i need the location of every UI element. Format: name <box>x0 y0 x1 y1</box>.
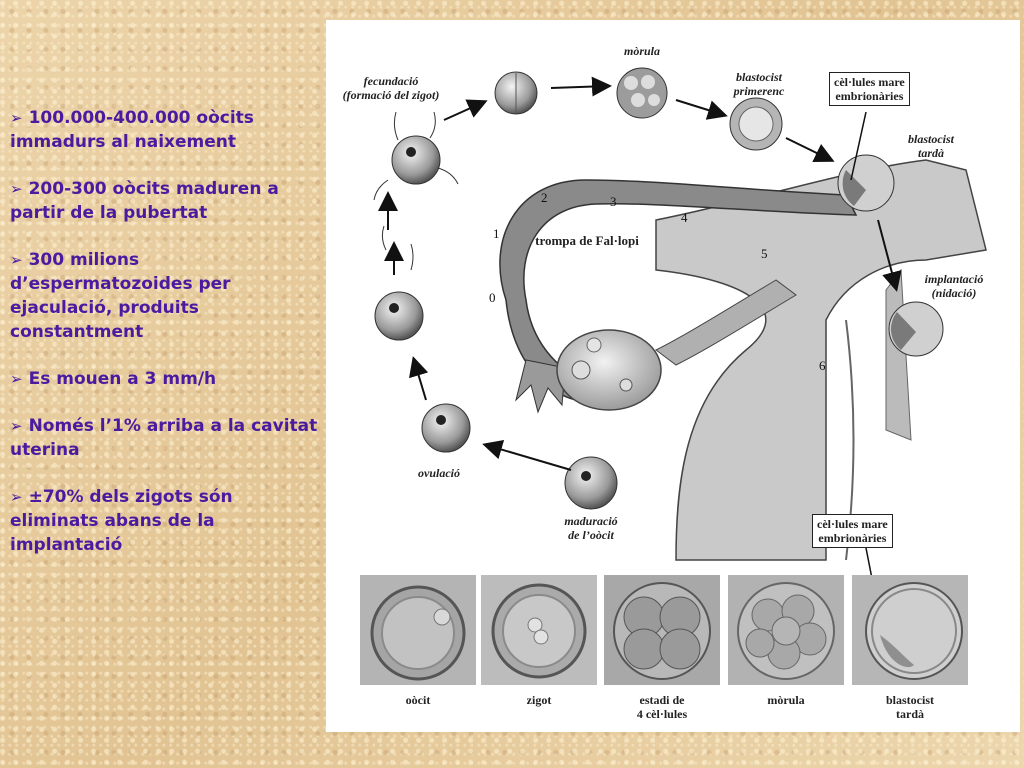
zygote-photo-image <box>481 575 597 685</box>
ovary-follicle <box>586 337 602 353</box>
ovary-follicle <box>619 378 633 392</box>
oocyte-caption: oòcit <box>405 693 431 707</box>
zygote-micrograph <box>481 575 597 685</box>
arrow <box>877 219 902 292</box>
stage-number: 2 <box>541 190 548 205</box>
oocyte-micrograph <box>360 575 476 685</box>
stage-number: 6 <box>819 358 826 373</box>
stage-number: 4 <box>681 210 688 225</box>
bullet-item: ➢100.000-400.000 oòcits immadurs al naix… <box>10 108 254 152</box>
cell-nucleus <box>436 415 446 425</box>
morula-caption: mòrula <box>767 693 805 707</box>
stage-number: 3 <box>610 194 617 209</box>
reproductive-tract-diagram: 0 1 2 3 4 5 6 <box>373 67 987 653</box>
morula-blastomere <box>624 76 638 90</box>
inner-cell-mass <box>890 312 916 350</box>
arrow <box>409 356 429 401</box>
zygote-caption: zigot <box>526 693 552 707</box>
stem-cells-label: cèl·lules mare embrionàries <box>829 72 910 106</box>
cell-nucleus <box>581 471 591 481</box>
bullet-list: ➢100.000-400.000 oòcits immadurs al naix… <box>10 106 320 580</box>
blastocyst-caption: blastocist tardà <box>886 693 934 721</box>
arrow <box>482 439 572 471</box>
four-cell-photo-image <box>604 575 720 685</box>
bullet-item: ➢±70% dels zigots són eliminats abans de… <box>10 487 233 555</box>
blastocyst-micrograph <box>852 575 968 685</box>
ovary <box>556 329 662 411</box>
morula-blastomere <box>648 94 660 106</box>
fallopian-tube-label: trompa de Fal·lopi <box>535 233 639 248</box>
arrow-bullet-icon: ➢ <box>10 251 23 269</box>
fertilization-label: fecundació (formació del zigot) <box>342 74 440 102</box>
early-blastocyst-label: blastocist primerenc <box>733 70 785 98</box>
sperm-icon <box>373 111 459 201</box>
blastocyst-photo-image <box>852 575 968 685</box>
stage-number: 1 <box>493 226 500 241</box>
sperm-icon <box>381 225 414 271</box>
ovarian-ligament <box>655 279 797 366</box>
pointer-line <box>850 111 867 181</box>
morula-blastomere <box>641 75 655 89</box>
bullet-item: ➢Només l’1% arriba a la cavitat uterina <box>10 416 318 460</box>
stage-number: 5 <box>761 246 768 261</box>
oocyte-in-tube-cell <box>374 291 424 341</box>
cell-nucleus <box>406 147 416 157</box>
arrow <box>675 99 728 120</box>
implantation-label: implantació (nidació) <box>924 272 984 300</box>
bullet-item: ➢200-300 oòcits maduren a partir de la p… <box>10 179 279 223</box>
four-cell-caption: estadi de 4 cèl·lules <box>636 693 688 721</box>
fertilization-cell <box>391 135 441 185</box>
arrow-bullet-icon: ➢ <box>10 180 23 198</box>
bullet-item: ➢300 milions d’espermatozoides per ejacu… <box>10 250 231 342</box>
ovulated-oocyte-cell <box>421 403 471 453</box>
late-blastocyst-label: blastocist tardà <box>907 132 954 160</box>
morula-cell <box>616 67 668 119</box>
blastocoel <box>738 106 774 142</box>
morula-blastomere <box>631 93 645 107</box>
oocyte-maturation-label: maduració de l’oòcit <box>564 514 618 542</box>
morula-micrograph <box>728 575 844 685</box>
cell-nucleus <box>389 303 399 313</box>
arrow-bullet-icon: ➢ <box>10 417 23 435</box>
morula-label: mòrula <box>623 44 660 58</box>
oocyte-photo-image <box>360 575 476 685</box>
morula-photo-image <box>728 575 844 685</box>
ovulation-label: ovulació <box>418 466 460 480</box>
arrow <box>443 99 488 121</box>
stem-cells-label-bottom: cèl·lules mare embrionàries <box>812 514 893 548</box>
arrow-bullet-icon: ➢ <box>10 488 23 506</box>
stage-number: 0 <box>489 290 496 305</box>
bullet-item: ➢Es mouen a 3 mm/h <box>10 369 217 389</box>
embryo-development-figure: 0 1 2 3 4 5 6 <box>326 20 1020 732</box>
ovary-follicle <box>571 360 591 380</box>
mature-oocyte-cell <box>564 456 618 510</box>
arrow-bullet-icon: ➢ <box>10 370 23 388</box>
arrow <box>785 137 835 162</box>
four-cell-micrograph <box>604 575 720 685</box>
arrow <box>550 76 612 97</box>
arrow-bullet-icon: ➢ <box>10 109 23 127</box>
inner-cell-mass <box>842 170 866 206</box>
